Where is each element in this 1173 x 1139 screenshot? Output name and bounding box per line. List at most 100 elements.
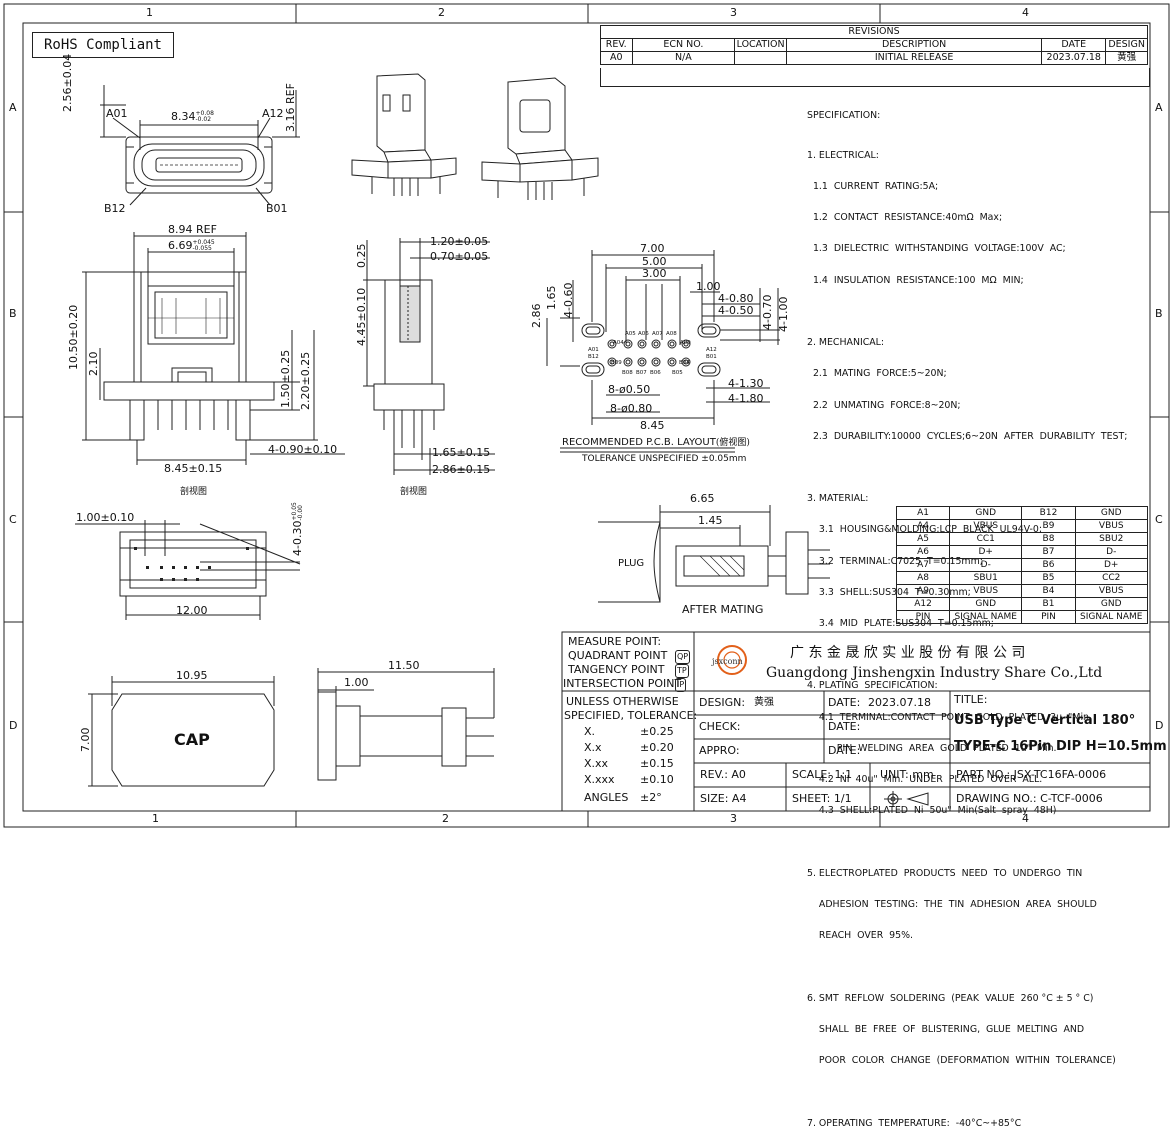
dim-front-p2: 2.20±0.25 xyxy=(299,351,312,410)
dim-side-a: 1.20±0.05 xyxy=(430,235,489,248)
title-line-1: USB Type C Vertical 180° xyxy=(954,713,1136,728)
tol-x-label: X. xyxy=(584,725,596,738)
signal-cell: GND xyxy=(949,597,1023,611)
revisions-title: REVISIONS xyxy=(600,25,1148,39)
scale-field: SCALE: 1:1 xyxy=(792,768,853,781)
dim-front-base: 8.45±0.15 xyxy=(164,462,223,475)
pcb-pin-b05: B05 xyxy=(672,370,683,376)
tol-x-value: ±0.25 xyxy=(640,725,674,738)
rohs-badge: RoHS Compliant xyxy=(32,32,174,58)
dim-side-b: 0.70±0.05 xyxy=(430,250,489,263)
revisions-empty-rows xyxy=(600,68,1150,87)
tangency-point-label: TANGENCY POINT xyxy=(568,663,665,676)
dim-top-width-value: 8.34 xyxy=(171,110,196,123)
pcb-pin-b04: B04 xyxy=(679,360,690,366)
row-label-d: D xyxy=(9,719,18,732)
dim-pcb-v1: 4-0.60 xyxy=(562,282,575,318)
part-no-field: PART NO.: JSX-TC16FA-0006 xyxy=(956,768,1107,781)
tol-xx-value: ±0.20 xyxy=(640,741,674,754)
spec-line xyxy=(807,463,1127,473)
dim-pcb-h4: 4-1.80 xyxy=(728,392,764,405)
dim-front-inner-tol-up: +0.045 xyxy=(192,239,215,246)
row-label-c: C xyxy=(9,513,17,526)
signal-cell: VBUS xyxy=(1074,519,1148,533)
ecn-cell: N/A xyxy=(631,51,736,65)
tol-xxx-label: X.xx xyxy=(584,757,609,770)
date-value: 2023.07.18 xyxy=(868,696,931,709)
pcb-layout-title-en: RECOMMENDED P.C.B. LAYOUT xyxy=(562,437,716,448)
label-b12: B12 xyxy=(104,202,126,215)
pin-cell: B8 xyxy=(1021,532,1076,546)
location-header: LOCATION xyxy=(734,38,788,52)
col-label-3: 3 xyxy=(730,6,737,19)
pin-header: PIN xyxy=(1021,610,1076,624)
tolerance-head-1: UNLESS OTHERWISE xyxy=(566,695,679,708)
spec-line: 1.1 CURRENT RATING:5A; xyxy=(807,181,939,193)
signal-cell: D+ xyxy=(1074,558,1148,572)
front-view-caption: 剖视图 xyxy=(180,487,208,497)
dim-cap-side-width: 11.50 xyxy=(388,659,420,672)
dim-mating-b: 1.45 xyxy=(698,514,723,527)
spec-line: 1. ELECTRICAL: xyxy=(807,149,879,161)
pin-cell: A4 xyxy=(895,519,951,533)
col-label-3-bottom: 3 xyxy=(730,812,737,825)
qp-code: QP xyxy=(675,650,691,664)
pin-cell: A8 xyxy=(895,571,951,585)
dim-side-f: 2.86±0.15 xyxy=(432,463,491,476)
dim-pcb-v2: 1.65 xyxy=(545,285,558,311)
date-header: DATE xyxy=(1041,38,1107,52)
signal-cell: SBU1 xyxy=(949,571,1023,585)
spec-line: REACH OVER 95%. xyxy=(807,930,914,942)
signal-cell: GND xyxy=(1074,506,1148,520)
row-label-a: A xyxy=(9,101,17,114)
spec-line: 2.3 DURABILITY:10000 CYCLES;6~20N AFTER … xyxy=(807,430,1128,442)
pin-cell: A12 xyxy=(895,597,951,611)
description-cell: INITIAL RELEASE xyxy=(786,51,1043,65)
pcb-tolerance-note: TOLERANCE UNSPECIFIED ±0.05mm xyxy=(582,454,747,464)
ip-code: IP xyxy=(675,678,687,692)
dim-pcb-h3: 4-1.30 xyxy=(728,377,764,390)
pcb-pin-a04: A04 xyxy=(613,340,624,346)
dim-pcb-v3: 2.86 xyxy=(530,303,543,329)
spec-line: 1.4 INSULATION RESISTANCE:100 MΩ MIN; xyxy=(807,274,1024,286)
design-label: DESIGN: xyxy=(699,696,746,709)
date-label-3: DATE: xyxy=(828,744,861,757)
revisions-table: REVISIONS REV. ECN NO. LOCATION DESCRIPT… xyxy=(600,25,1148,65)
signal-cell: VBUS xyxy=(949,584,1023,598)
location-cell xyxy=(734,51,788,65)
pcb-pin-a09: A09 xyxy=(680,340,691,346)
spec-line: SHALL BE FREE OF BLISTERING, GLUE MELTIN… xyxy=(807,1023,1085,1035)
dim-bottom-width: 12.00 xyxy=(176,604,208,617)
pin-cell: B7 xyxy=(1021,545,1076,559)
tol-xxxx-value: ±0.10 xyxy=(640,773,674,786)
pcb-layout-title-cn: (俯视图) xyxy=(715,438,750,448)
pin-cell: A1 xyxy=(895,506,951,520)
spec-line: 3.4 MID PLATE:SUS304 T=0.15mm; xyxy=(807,618,994,630)
size-field: SIZE: A4 xyxy=(700,792,747,805)
dim-side-d: 4.45±0.10 xyxy=(355,287,368,346)
pcb-pin-a06: A06 xyxy=(638,331,649,337)
signal-header: SIGNAL NAME xyxy=(1074,610,1148,624)
pin-cell: B4 xyxy=(1021,584,1076,598)
cap-label: CAP xyxy=(174,730,210,749)
pin-cell: A5 xyxy=(895,532,951,546)
tol-xxxx-label: X.xxx xyxy=(584,773,615,786)
row-label-a-right: A xyxy=(1155,101,1163,114)
spec-body: 1. ELECTRICAL: 1.1 CURRENT RATING:5A; 1.… xyxy=(807,130,1127,1139)
signal-cell: D- xyxy=(949,558,1023,572)
pin-cell: B12 xyxy=(1021,506,1076,520)
tol-xx-label: X.x xyxy=(584,741,602,754)
dim-bottom-d2: 4-0.30+0.05-0.00 xyxy=(291,502,304,556)
pcb-pin-a05: A05 xyxy=(625,331,636,337)
spec-line: 2. MECHANICAL: xyxy=(807,337,885,349)
tol-xxx-value: ±0.15 xyxy=(640,757,674,770)
pin-cell: B1 xyxy=(1021,597,1076,611)
rev-header: REV. xyxy=(600,38,633,52)
dim-bottom-d2-tol-dn: -0.00 xyxy=(297,505,304,521)
